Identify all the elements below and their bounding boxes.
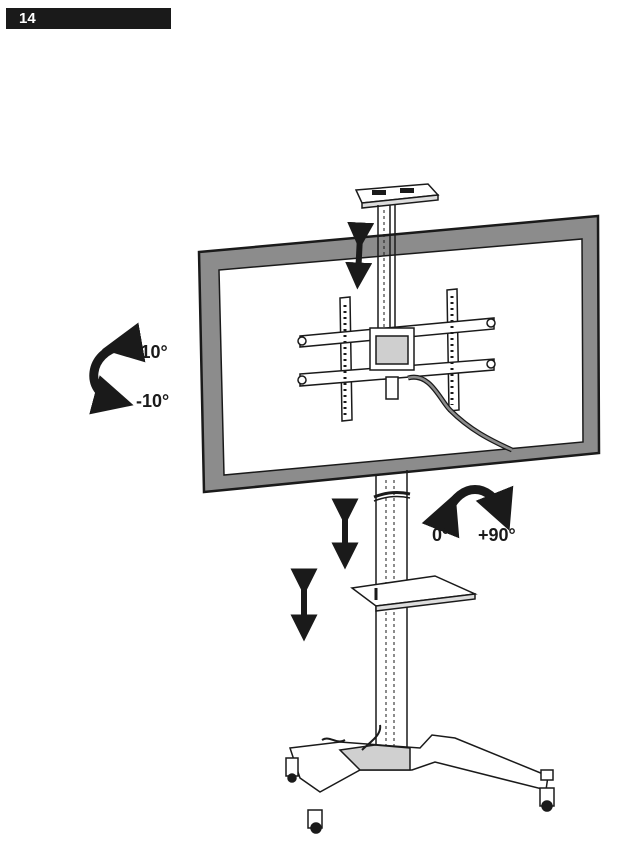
tilt-arc-arrow-icon	[89, 322, 146, 415]
top-camera-tray	[354, 183, 440, 209]
caster-base	[285, 724, 555, 834]
tilt-down-label: -10°	[136, 391, 169, 411]
av-shelf	[350, 575, 478, 612]
rotate-end-label: +90°	[478, 525, 516, 545]
rotate-arc-arrow-icon	[421, 485, 514, 539]
page-number: 14	[19, 10, 36, 27]
tilt-up-label: +10°	[130, 342, 168, 362]
rotate-start-label: 0°	[432, 525, 449, 545]
lower-mast	[373, 470, 411, 752]
vesa-mount-bracket	[297, 288, 496, 422]
page-number-tab: 14	[6, 8, 171, 29]
height-adjust-arrow-icon	[345, 221, 375, 290]
